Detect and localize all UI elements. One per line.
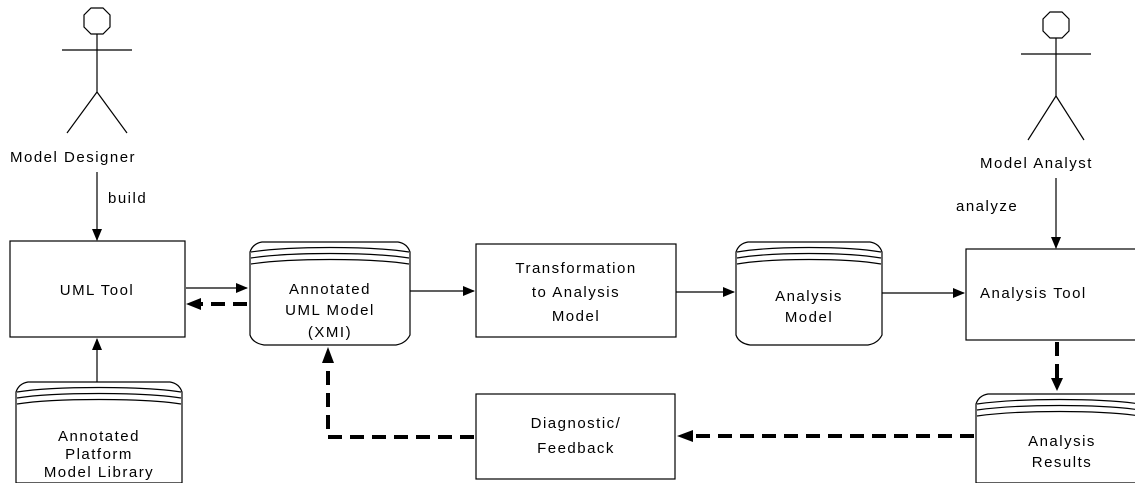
- uml-tool-box: UML Tool: [9, 240, 186, 338]
- analysis-tool-label: Analysis Tool: [980, 285, 1087, 302]
- store-line-1: Annotated: [289, 281, 371, 298]
- model-analyst-label: Model Analyst: [980, 155, 1093, 172]
- transformation-line-3: Model: [552, 308, 600, 325]
- transformation-line-2: to Analysis: [532, 284, 620, 301]
- diagnostic-line-2: Feedback: [537, 440, 615, 457]
- platform-model-library-store: Annotated Platform Model Library: [15, 381, 183, 483]
- build-label: build: [108, 190, 147, 207]
- diagnostic-feedback-box: Diagnostic/ Feedback: [475, 393, 676, 480]
- store-line-2: UML Model: [285, 302, 375, 319]
- transformation-line-1: Transformation: [515, 260, 636, 277]
- analysis-results-store: Analysis Results: [975, 393, 1135, 483]
- transformation-box: Transformation to Analysis Model: [475, 243, 677, 338]
- store-line-1: Annotated: [58, 428, 140, 445]
- diagnostic-line-1: Diagnostic/: [531, 415, 622, 432]
- actor-head-icon: [83, 7, 111, 35]
- store-line-3: (XMI): [308, 324, 352, 341]
- analysis-tool-box: Analysis Tool: [965, 248, 1135, 341]
- store-line-1: Analysis: [775, 288, 843, 305]
- model-designer-actor: Model Designer: [10, 7, 136, 166]
- annotated-uml-model-store: Annotated UML Model (XMI): [249, 241, 411, 346]
- store-line-2: Model: [785, 309, 833, 326]
- store-line-1: Analysis: [1028, 433, 1096, 450]
- model-designer-label: Model Designer: [10, 149, 136, 166]
- store-line-3: Model Library: [44, 464, 154, 481]
- analyze-label: analyze: [956, 198, 1018, 215]
- store-line-2: Results: [1032, 454, 1093, 471]
- actor-head-icon: [1042, 11, 1070, 39]
- store-line-2: Platform: [65, 446, 133, 463]
- model-analyst-actor: Model Analyst: [980, 11, 1093, 172]
- uml-tool-label: UML Tool: [60, 282, 135, 299]
- analysis-model-store: Analysis Model: [735, 241, 883, 346]
